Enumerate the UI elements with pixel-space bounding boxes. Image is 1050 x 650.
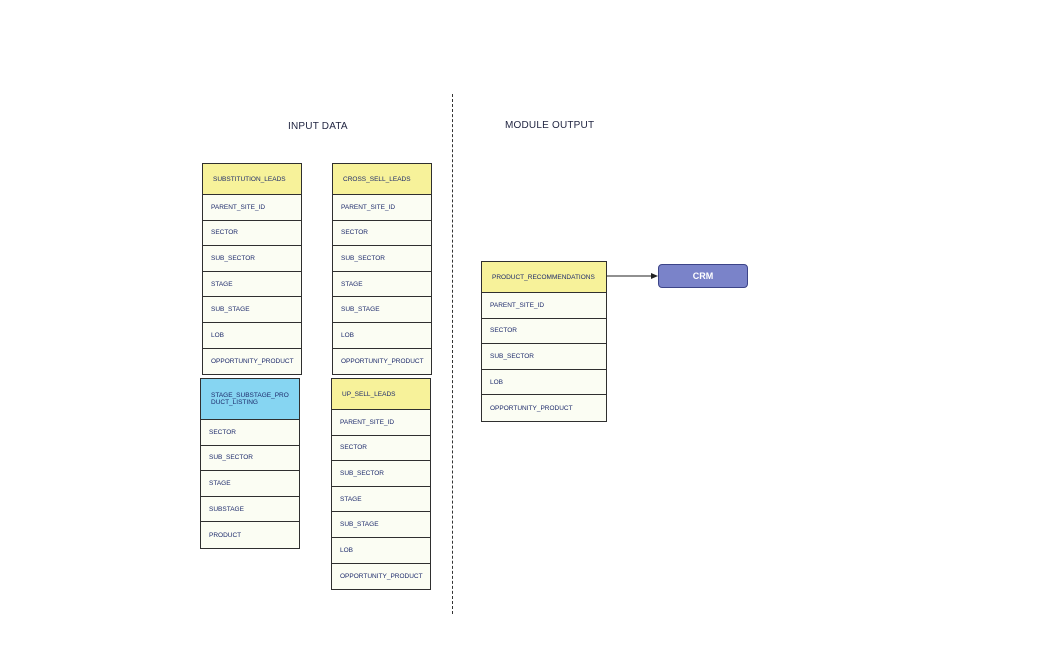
table-row: SECTOR xyxy=(333,221,431,247)
table-row: SECTOR xyxy=(482,319,606,345)
table-row: PARENT_SITE_ID xyxy=(482,293,606,319)
table-header: CROSS_SELL_LEADS xyxy=(333,164,431,195)
table-row: LOB xyxy=(333,323,431,349)
table-row: SUB_SECTOR xyxy=(482,344,606,370)
table-row: SUB_STAGE xyxy=(332,512,430,538)
table-row: PARENT_SITE_ID xyxy=(332,410,430,436)
table-row: OPPORTUNITY_PRODUCT xyxy=(340,572,423,580)
up-sell-leads-table: UP_SELL_LEADS PARENT_SITE_ID SECTOR SUB_… xyxy=(331,378,431,591)
table-row: OPPORTUNITY_PRODUCT xyxy=(211,357,294,365)
table-row: LOB xyxy=(332,538,430,564)
table-header: SUBSTITUTION_LEADS xyxy=(203,164,301,195)
table-header: STAGE_SUBSTAGE_PRO DUCT_LISTING xyxy=(201,379,299,420)
cross-sell-leads-table: CROSS_SELL_LEADS PARENT_SITE_ID SECTOR S… xyxy=(332,163,432,376)
table-header: PRODUCT_RECOMMENDATIONS xyxy=(482,262,606,293)
section-divider xyxy=(452,94,453,614)
table-row: LOB xyxy=(203,323,301,349)
table-row: SUB_SECTOR xyxy=(333,246,431,272)
table-row: SUB_STAGE xyxy=(333,297,431,323)
table-row: SUB_STAGE xyxy=(203,297,301,323)
table-row: SUB_SECTOR xyxy=(201,446,299,472)
table-row: SECTOR xyxy=(201,420,299,446)
input-data-title: INPUT DATA xyxy=(288,121,348,132)
table-header-line: STAGE_SUBSTAGE_PRO xyxy=(211,392,289,399)
table-row: PARENT_SITE_ID xyxy=(203,195,301,221)
stage-substage-product-listing-table: STAGE_SUBSTAGE_PRO DUCT_LISTING SECTOR S… xyxy=(200,378,300,549)
table-row: OPPORTUNITY_PRODUCT xyxy=(341,357,424,365)
table-row: STAGE xyxy=(203,272,301,298)
table-row: SUB_SECTOR xyxy=(332,461,430,487)
crm-node: CRM xyxy=(658,264,748,288)
table-row: STAGE xyxy=(332,487,430,513)
table-row: OPPORTUNITY_PRODUCT xyxy=(490,404,573,412)
module-output-title: MODULE OUTPUT xyxy=(505,120,595,131)
table-row: PARENT_SITE_ID xyxy=(333,195,431,221)
product-recommendations-table: PRODUCT_RECOMMENDATIONS PARENT_SITE_ID S… xyxy=(481,261,607,422)
table-row: STAGE xyxy=(201,471,299,497)
table-row: STAGE xyxy=(333,272,431,298)
table-header: UP_SELL_LEADS xyxy=(332,379,430,410)
table-row: SECTOR xyxy=(203,221,301,247)
table-row: SECTOR xyxy=(332,436,430,462)
substitution-leads-table: SUBSTITUTION_LEADS PARENT_SITE_ID SECTOR… xyxy=(202,163,302,376)
table-header-line: DUCT_LISTING xyxy=(211,399,258,406)
table-row: LOB xyxy=(482,370,606,396)
table-row: SUB_SECTOR xyxy=(203,246,301,272)
table-row: SUBSTAGE xyxy=(201,497,299,523)
table-row: PRODUCT xyxy=(209,531,242,539)
